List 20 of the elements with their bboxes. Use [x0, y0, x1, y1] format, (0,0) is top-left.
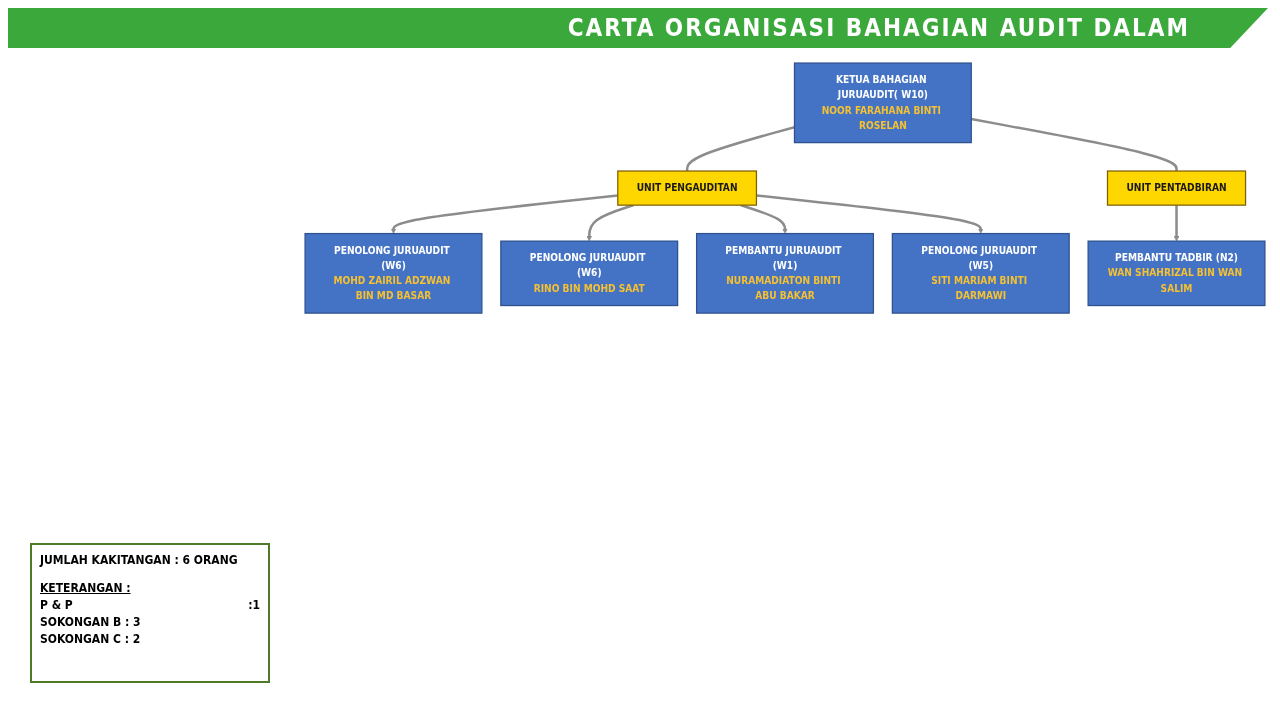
diagram-title: CARTA ORGANISASI BAHAGIAN AUDIT DALAM — [567, 14, 1190, 42]
note-text: JUMLAH KAKITANGAN : 6 ORANG — [40, 553, 238, 567]
node-box: KETUA BAHAGIAN JURUAUDIT( W10) NOOR FARAHANA BINTI ROSELAN — [793, 62, 972, 144]
note-text: SOKONGAN C : 2 — [40, 632, 141, 646]
node-box: PEMBANTU TADBIR (N2) WAN SHAHRIZAL BIN WAN SALIM — [1087, 240, 1266, 307]
node-box: PENOLONG JURUAUDIT (W5) SITI MARIAM BINTI DARMAWI — [891, 232, 1070, 314]
node-box: PEMBANTU JURUAUDIT (W1) NURAMADIATON BINTI ABU BAKAR — [695, 232, 875, 314]
connector — [685, 126, 795, 172]
node-box: UNIT PENTADBIRAN — [1106, 170, 1247, 206]
arrow — [756, 194, 984, 234]
note-text: SOKONGAN B : 3 — [40, 615, 141, 629]
node-box: UNIT PENGAUDITAN — [617, 170, 758, 206]
note-text: P & P — [40, 598, 73, 612]
connector — [971, 117, 1178, 172]
arrow — [390, 194, 618, 234]
arrow — [1173, 205, 1180, 242]
node-box: PENOLONG JURUAUDIT (W6) RINO BIN MOHD SAAT — [500, 240, 679, 307]
node-box: PENOLONG JURUAUDIT (W6) MOHD ZAIRIL ADZWAN BIN MD BASAR — [304, 232, 483, 314]
note-text: :1 — [248, 598, 260, 612]
note-text: KETERANGAN : — [40, 581, 131, 595]
